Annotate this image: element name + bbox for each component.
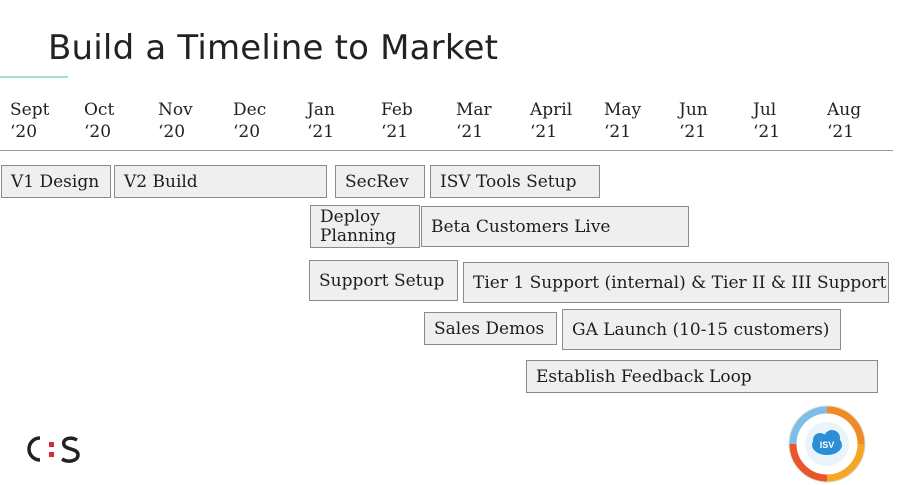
- month-name: Jun: [679, 100, 708, 120]
- month-mar: Mar ‘21: [456, 99, 492, 143]
- task-establish-feedback-loop: Establish Feedback Loop: [526, 360, 878, 393]
- month-name: April: [530, 100, 573, 120]
- month-may: May ‘21: [604, 99, 641, 143]
- month-name: Nov: [158, 100, 193, 120]
- month-name: Mar: [456, 100, 492, 120]
- month-year: ‘20: [158, 122, 186, 142]
- month-year: ‘20: [233, 122, 261, 142]
- logo-dot-top: [49, 442, 54, 447]
- task-v1-design: V1 Design: [1, 165, 111, 198]
- task-v2-build: V2 Build: [114, 165, 327, 198]
- task-ga-launch: GA Launch (10-15 customers): [562, 309, 841, 350]
- task-support-setup: Support Setup: [309, 260, 458, 301]
- month-name: Aug: [827, 100, 862, 120]
- timeline-axis-line: [0, 150, 893, 151]
- title-accent-line: [0, 76, 68, 78]
- month-year: ‘21: [679, 122, 707, 142]
- month-jun: Jun ‘21: [679, 99, 708, 143]
- cs-logo: [27, 436, 80, 463]
- slide-title: Build a Timeline to Market: [48, 28, 499, 68]
- month-name: May: [604, 100, 642, 120]
- month-name: Dec: [233, 100, 267, 120]
- month-year: ‘21: [604, 122, 632, 142]
- month-feb: Feb ‘21: [381, 99, 413, 143]
- month-name: Oct: [84, 100, 115, 120]
- month-year: ‘21: [530, 122, 558, 142]
- month-aug: Aug ‘21: [827, 99, 861, 143]
- isv-badge-logo: ISV: [788, 405, 866, 483]
- task-isv-tools-setup: ISV Tools Setup: [430, 165, 600, 198]
- month-jan: Jan ‘21: [307, 99, 335, 143]
- task-tier-support: Tier 1 Support (internal) & Tier II & II…: [463, 262, 889, 303]
- task-secrev: SecRev: [335, 165, 425, 198]
- month-nov: Nov ‘20: [158, 99, 193, 143]
- badge-center-text: ISV: [820, 440, 835, 450]
- month-year: ‘21: [381, 122, 409, 142]
- month-april: April ‘21: [530, 99, 572, 143]
- month-year: ‘21: [753, 122, 781, 142]
- month-year: ‘21: [307, 122, 335, 142]
- month-year: ‘20: [84, 122, 112, 142]
- month-name: Jul: [753, 100, 777, 120]
- month-name: Feb: [381, 100, 413, 120]
- task-beta-customers-live: Beta Customers Live: [421, 206, 689, 247]
- month-name: Sept: [10, 100, 50, 120]
- month-name: Jan: [307, 100, 335, 120]
- month-year: ‘21: [827, 122, 855, 142]
- month-sept: Sept ‘20: [10, 99, 49, 143]
- month-oct: Oct ‘20: [84, 99, 114, 143]
- task-sales-demos: Sales Demos: [424, 312, 557, 345]
- month-jul: Jul ‘21: [753, 99, 780, 143]
- month-year: ‘20: [10, 122, 38, 142]
- month-year: ‘21: [456, 122, 484, 142]
- logo-dot-bottom: [49, 452, 54, 457]
- month-dec: Dec ‘20: [233, 99, 266, 143]
- task-deploy-planning: Deploy Planning: [310, 205, 420, 248]
